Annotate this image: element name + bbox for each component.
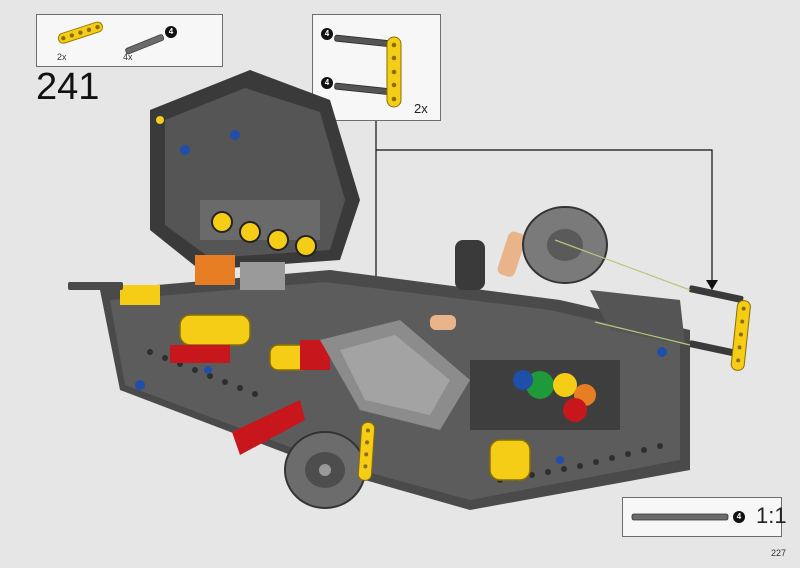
sub-assembly-quantity: 2x	[414, 101, 428, 116]
sub-assembly-illustration	[334, 34, 402, 108]
sub-assembly-callout: 4 4 2x	[312, 14, 441, 121]
scale-axle-illustration	[631, 513, 729, 521]
suspension-arms	[320, 231, 526, 430]
engine-block	[150, 70, 360, 290]
inserted-subassembly-rear	[688, 285, 751, 371]
axle-quantity: 4x	[123, 52, 133, 62]
inserted-liftarm-front	[357, 421, 376, 481]
liftarm-quantity: 2x	[57, 52, 67, 62]
scale-callout: 4 1:1	[622, 497, 787, 537]
arrow-head-right	[706, 280, 718, 290]
axle-length-badge-bottom: 4	[321, 77, 333, 89]
step-number: 241	[36, 66, 100, 108]
brake-disc-front	[284, 431, 366, 509]
brake-disc-rear	[522, 206, 608, 284]
page-number: 227	[770, 548, 786, 558]
sub-assembly-liftarm	[386, 36, 402, 108]
parts-list-illustration	[57, 21, 165, 55]
axle-length-badge-top: 4	[321, 28, 333, 40]
rear-gearbox	[470, 360, 620, 481]
rear-frame	[556, 290, 685, 464]
drive-axle-left	[68, 282, 123, 290]
grey-axle-part	[125, 34, 165, 55]
insertion-guide-lines	[554, 239, 691, 346]
gearbox-area	[120, 285, 330, 455]
scale-label: 1:1	[756, 503, 787, 528]
scale-axle-length-badge: 4	[733, 511, 745, 523]
axle-length-badge: 4	[165, 26, 177, 38]
yellow-liftarm-part	[57, 21, 104, 44]
parts-list-callout: 2x 4x 4	[36, 14, 223, 67]
